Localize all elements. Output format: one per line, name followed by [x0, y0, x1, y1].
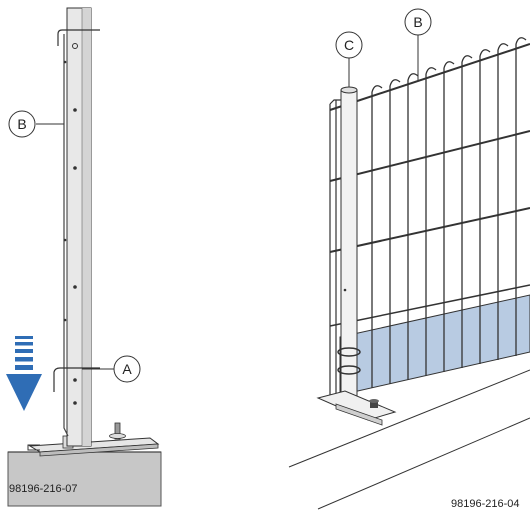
callout-b-left: B [8, 110, 64, 138]
callout-b-right-label: B [413, 14, 422, 30]
callout-a-label: A [122, 361, 132, 377]
fence-foot [316, 390, 397, 426]
ground-lines [288, 369, 530, 510]
bottom-panel [339, 294, 530, 396]
mesh-grid [329, 37, 530, 392]
right-figure: C B [288, 8, 530, 510]
post-c [337, 86, 361, 397]
left-figure: B A [6, 7, 162, 507]
panel-frame-edge [329, 99, 342, 398]
concrete-base [7, 451, 162, 507]
callout-a: A [82, 355, 141, 383]
figure-code-right: 98196-216-04 [451, 498, 520, 510]
fence-post [27, 7, 100, 451]
down-arrow-icon [6, 336, 42, 411]
callout-c-label: C [344, 37, 354, 53]
callout-b-left-label: B [17, 116, 26, 132]
figure-code-left: 98196-216-07 [9, 483, 78, 495]
callout-b-right: B [404, 8, 432, 80]
callout-c: C [335, 31, 363, 87]
foot-plate [28, 422, 160, 457]
